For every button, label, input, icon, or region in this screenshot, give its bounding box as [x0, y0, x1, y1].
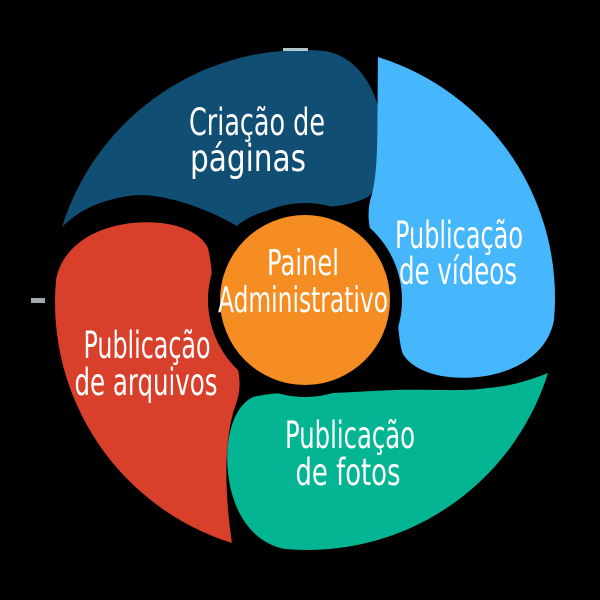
- center-circle: [220, 215, 390, 385]
- artifact-dash-top: [283, 48, 308, 51]
- petal-criacao-de-paginas: [62, 50, 384, 227]
- center-label-line1: Painel: [267, 243, 339, 284]
- label-arquivos-line1: Publicação: [84, 324, 211, 367]
- petal-publicacao-de-arquivos: [55, 222, 240, 544]
- artifact-dash-left: [31, 298, 45, 303]
- petal-publicacao-de-videos: [368, 57, 555, 378]
- label-criacao-line1: Criação de: [189, 101, 325, 144]
- petal-publicacao-de-fotos: [227, 373, 549, 550]
- center-label-line2: Administrativo: [218, 280, 388, 321]
- label-videos-line2: de vídeos: [399, 250, 517, 293]
- label-fotos-line1: Publicação: [285, 414, 415, 457]
- label-criacao-line2: páginas: [190, 137, 306, 180]
- label-arquivos-line2: de arquivos: [75, 361, 218, 404]
- label-fotos-line2: de fotos: [296, 451, 401, 494]
- label-videos-line1: Publicação: [395, 214, 523, 257]
